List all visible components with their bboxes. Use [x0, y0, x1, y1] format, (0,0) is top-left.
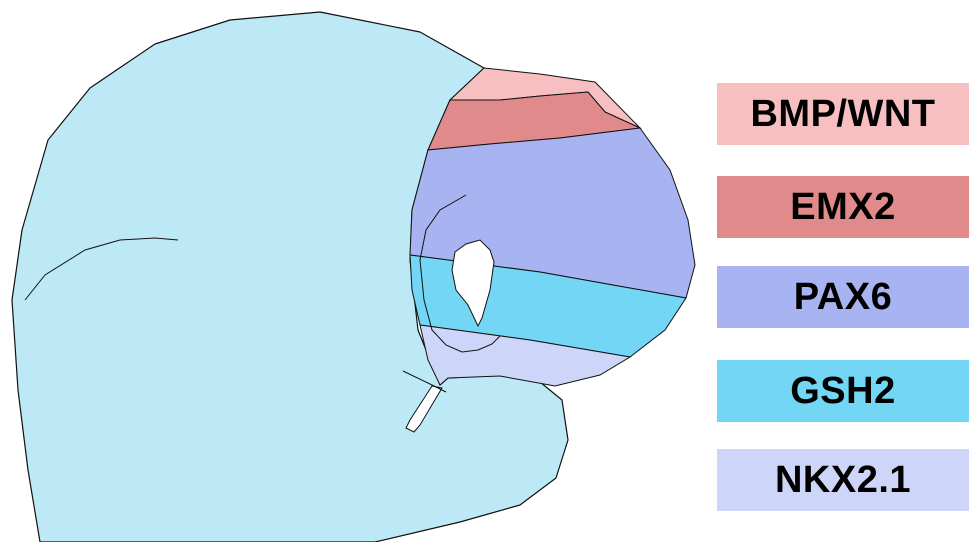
legend-label: NKX2.1 — [775, 459, 911, 502]
legend-item-bmp-wnt: BMP/WNT — [717, 83, 969, 145]
legend-label: GSH2 — [790, 370, 895, 413]
legend-label: EMX2 — [790, 186, 895, 229]
legend-item-emx2: EMX2 — [717, 176, 969, 238]
legend-item-nkx2-1: NKX2.1 — [717, 449, 969, 511]
legend-item-pax6: PAX6 — [717, 266, 969, 328]
legend-label: PAX6 — [794, 276, 892, 319]
legend-label: BMP/WNT — [750, 93, 935, 136]
legend-item-gsh2: GSH2 — [717, 360, 969, 422]
